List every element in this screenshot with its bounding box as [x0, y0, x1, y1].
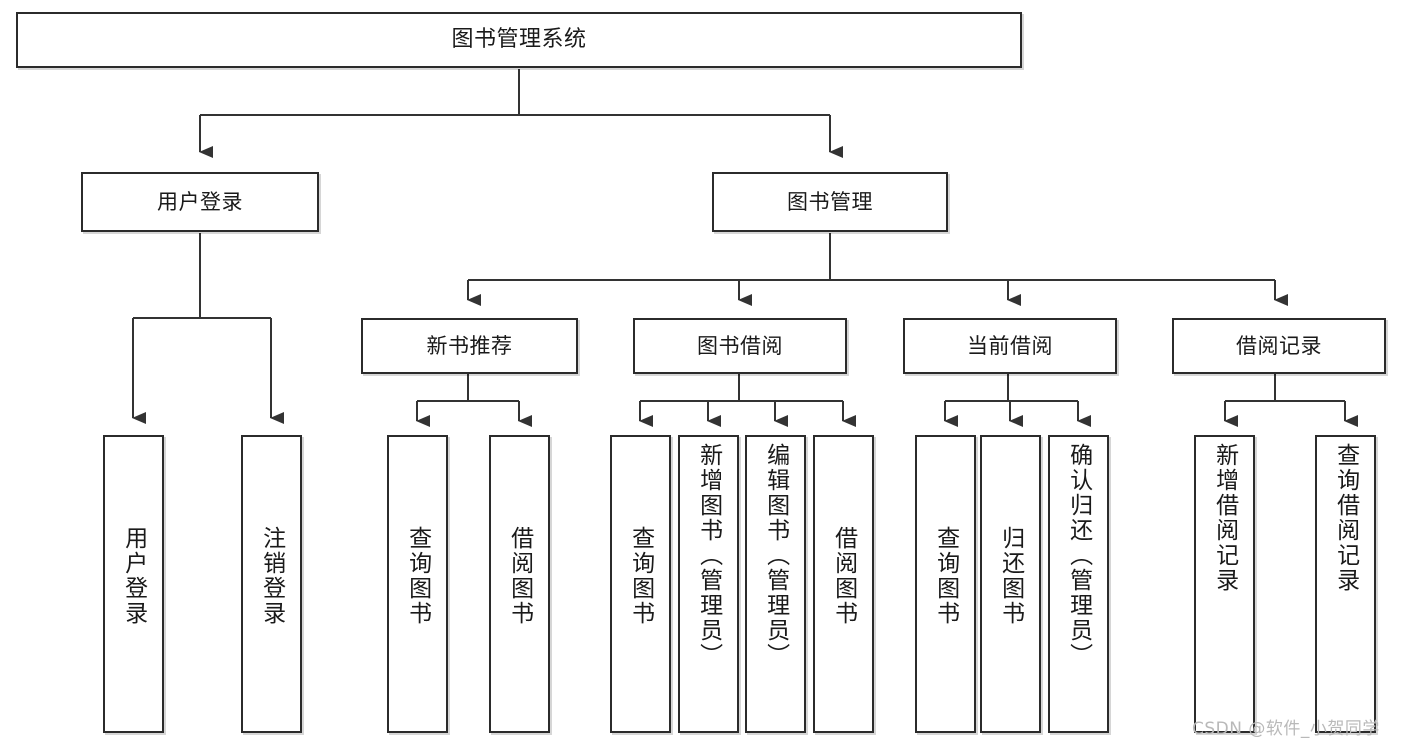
leaf-add-borrow-record[interactable]: 新增借阅记录: [1194, 435, 1255, 733]
node-label: 借阅图书: [506, 526, 533, 626]
node-label: 新书推荐: [426, 333, 513, 358]
csdn-watermark: CSDN @软件_小贺同学: [1192, 719, 1380, 739]
leaf-query-borrow-record[interactable]: 查询借阅记录: [1315, 435, 1376, 733]
leaf-borrow-book-new[interactable]: 借阅图书: [489, 435, 550, 733]
node-label: 新增借阅记录: [1211, 443, 1238, 593]
node-label: 编辑图书（管理员）: [762, 443, 789, 668]
node-label: 归还图书: [997, 526, 1024, 626]
node-new-book-recommend[interactable]: 新书推荐: [361, 318, 578, 374]
leaf-logout[interactable]: 注销登录: [241, 435, 302, 733]
leaf-edit-book-admin[interactable]: 编辑图书（管理员）: [745, 435, 806, 733]
node-label: 查询借阅记录: [1332, 443, 1359, 593]
node-label: 确认归还（管理员）: [1065, 443, 1092, 668]
leaf-add-book-admin[interactable]: 新增图书（管理员）: [678, 435, 739, 733]
leaf-query-book-new[interactable]: 查询图书: [387, 435, 448, 733]
leaf-return-book[interactable]: 归还图书: [980, 435, 1041, 733]
node-label: 图书管理系统: [451, 27, 587, 53]
node-label: 注销登录: [258, 526, 285, 626]
node-book-management[interactable]: 图书管理: [712, 172, 948, 232]
node-label: 图书借阅: [697, 333, 783, 358]
node-label: 借阅图书: [830, 526, 857, 626]
leaf-borrow-book[interactable]: 借阅图书: [813, 435, 874, 733]
node-root-book-management-system[interactable]: 图书管理系统: [16, 12, 1022, 68]
leaf-query-book-current[interactable]: 查询图书: [915, 435, 976, 733]
node-user-login[interactable]: 用户登录: [81, 172, 319, 232]
node-label: 查询图书: [932, 526, 959, 626]
leaf-query-book-borrow[interactable]: 查询图书: [610, 435, 671, 733]
node-label: 当前借阅: [967, 333, 1053, 358]
node-borrow-record[interactable]: 借阅记录: [1172, 318, 1386, 374]
node-label: 用户登录: [157, 189, 243, 214]
node-label: 图书管理: [787, 189, 873, 214]
node-book-borrow[interactable]: 图书借阅: [633, 318, 847, 374]
node-label: 查询图书: [404, 526, 431, 626]
node-label: 查询图书: [627, 526, 654, 626]
leaf-confirm-return-admin[interactable]: 确认归还（管理员）: [1048, 435, 1109, 733]
leaf-user-login[interactable]: 用户登录: [103, 435, 164, 733]
node-label: 新增图书（管理员）: [695, 443, 722, 668]
node-current-borrow[interactable]: 当前借阅: [903, 318, 1117, 374]
node-label: 借阅记录: [1236, 333, 1322, 358]
node-label: 用户登录: [120, 526, 147, 626]
